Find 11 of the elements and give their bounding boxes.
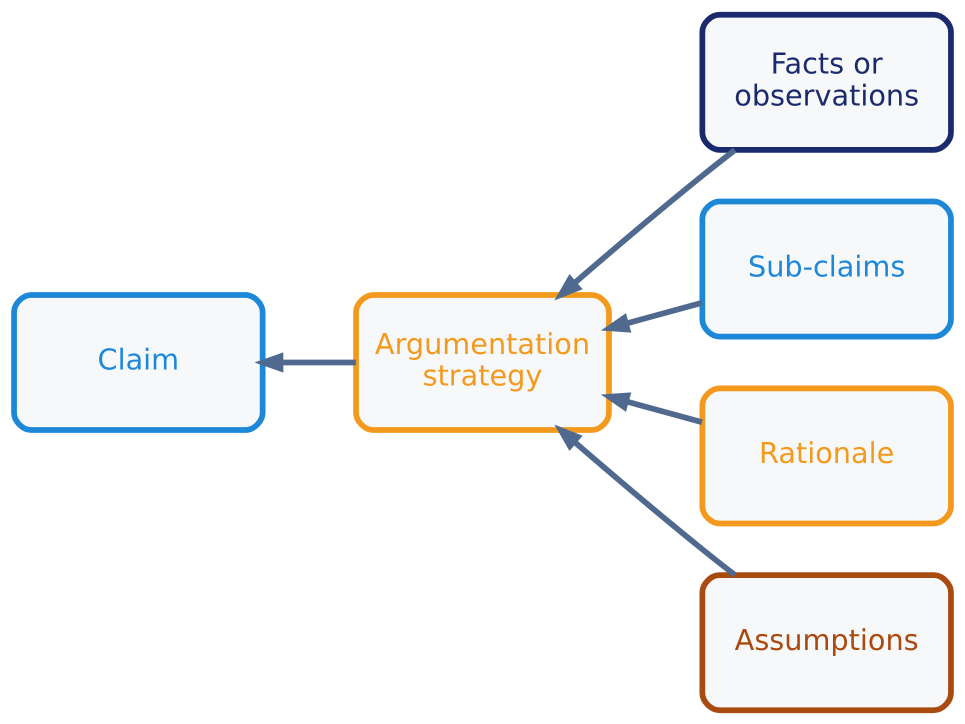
node-box: Sub-claims [699,198,954,339]
node-box: Claim [11,292,266,432]
arrow [600,392,703,424]
arrow [554,424,737,577]
arrow [254,352,356,372]
node-box: Facts or observations [699,11,954,152]
node-box: Assumptions [699,572,954,713]
node-box: Argumentation strategy [353,292,612,432]
arrow [600,300,703,332]
arrow [554,147,737,300]
node-box: Rationale [699,385,954,526]
